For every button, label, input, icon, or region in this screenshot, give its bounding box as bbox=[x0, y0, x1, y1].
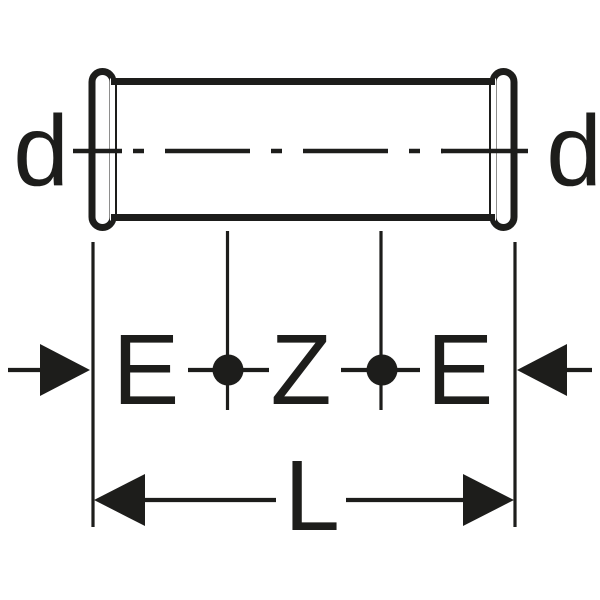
arrowhead-left-icon bbox=[94, 474, 145, 526]
insertion-point-dot-right bbox=[366, 354, 398, 386]
arrowhead-left-icon bbox=[517, 344, 567, 396]
overall-length-label: L bbox=[284, 440, 340, 552]
insertion-point-dot-left bbox=[212, 354, 244, 386]
arrowhead-right-icon bbox=[463, 474, 514, 526]
labels: d d E Z E L bbox=[13, 95, 600, 552]
insertion-depth-label-right: E bbox=[427, 314, 494, 426]
dimension-solids bbox=[40, 344, 567, 526]
diameter-label-left: d bbox=[13, 95, 69, 207]
intermediate-length-label: Z bbox=[270, 314, 331, 426]
diameter-label-right: d bbox=[546, 95, 600, 207]
arrowhead-right-icon bbox=[40, 344, 90, 396]
insertion-depth-label-left: E bbox=[113, 314, 180, 426]
